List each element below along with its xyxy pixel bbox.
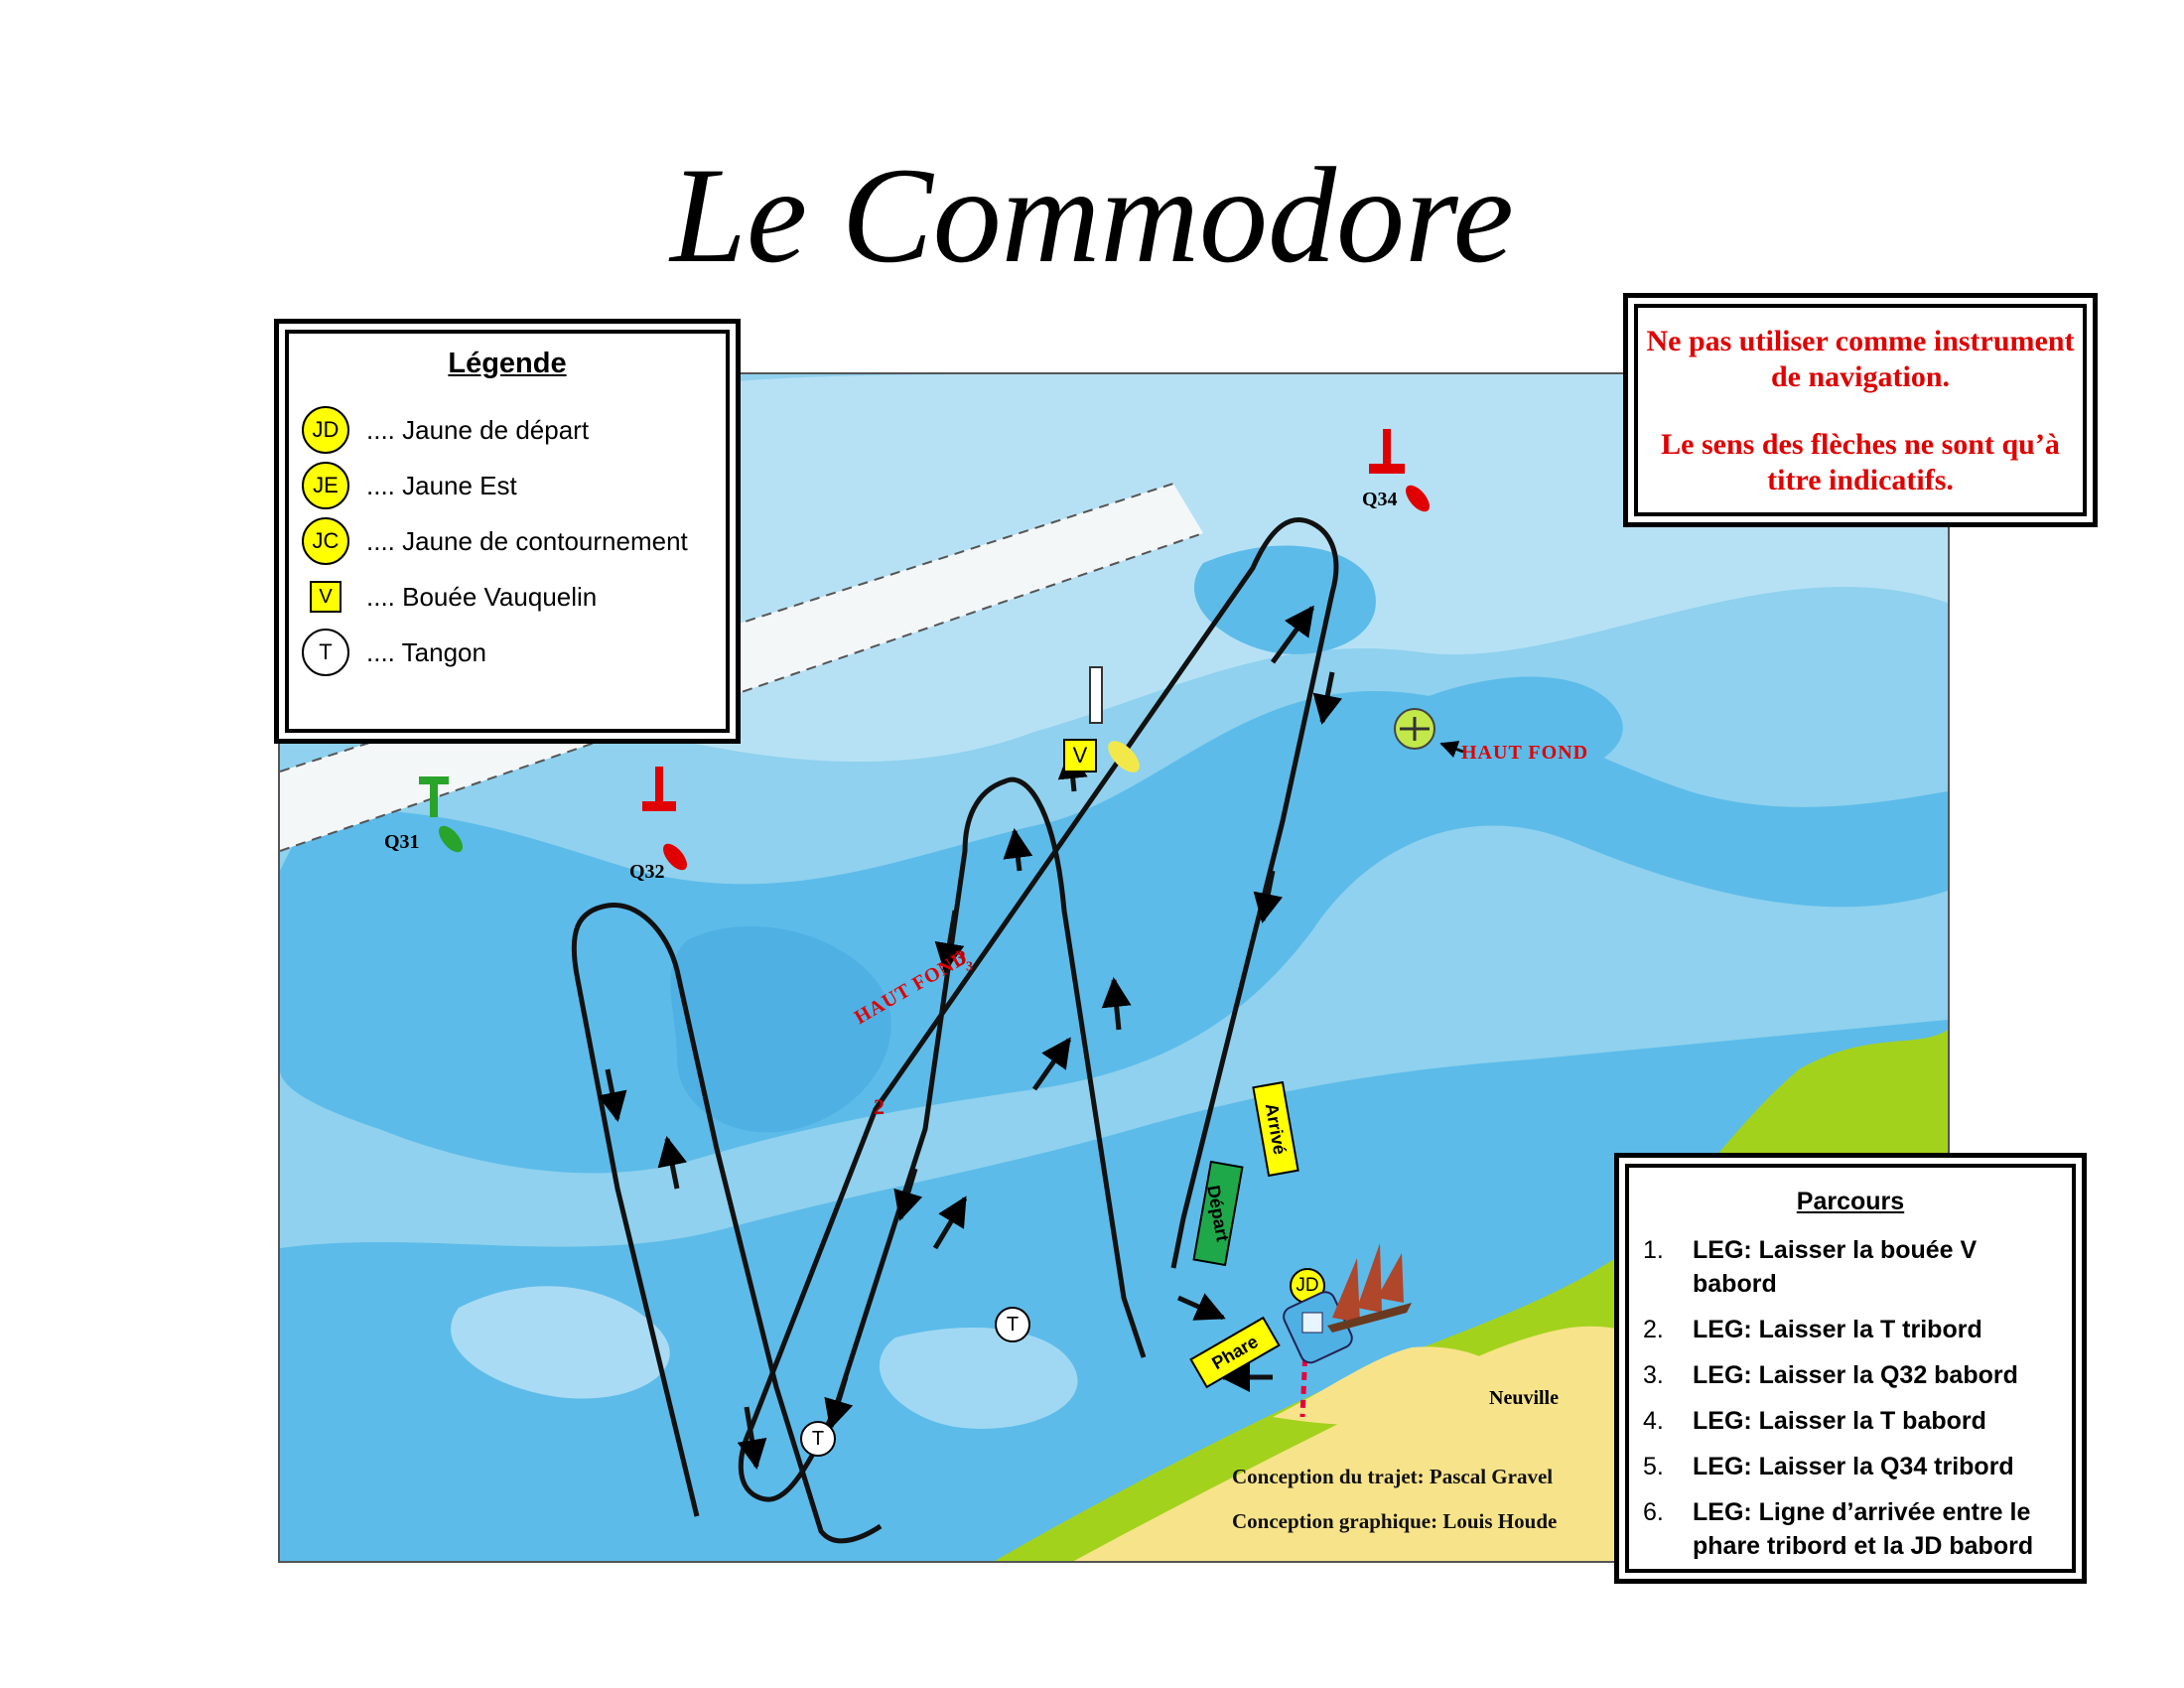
- jc-buoy-icon: JC: [302, 517, 349, 565]
- legend-box: Légende JD .... Jaune de départ JE .... …: [285, 330, 730, 733]
- course-title: Parcours: [1796, 1188, 1905, 1215]
- arrive-tag: [1252, 1080, 1299, 1178]
- warning-text-2: Le sens des flèches ne sont qu’à titre i…: [1661, 428, 2060, 496]
- depart-tag: [1192, 1160, 1244, 1267]
- legend-item: T .... Tangon: [301, 628, 486, 677]
- t-lower-label: T: [811, 1427, 825, 1450]
- t-buoy-icon: T: [302, 629, 349, 676]
- buoy-t-upper-icon: [995, 1307, 1030, 1342]
- buoy-t-lower-icon: [800, 1421, 836, 1457]
- legend-item: JC .... Jaune de contournement: [301, 516, 688, 566]
- list-item: 5.LEG: Laisser la Q34 tribord: [1643, 1453, 2014, 1480]
- v-buoy-label: V: [1072, 743, 1088, 768]
- jd-buoy-icon: JD: [302, 406, 349, 454]
- legend-item: V .... Bouée Vauquelin: [301, 572, 597, 622]
- direction-arrows: [597, 605, 1343, 1470]
- course-legs-list: 1.LEG: Laisser la bouée V babord 2.LEG: …: [1633, 1233, 2060, 1575]
- warning-text-1: Ne pas utiliser comme instrument de navi…: [1646, 325, 2075, 393]
- list-item: 6.LEG: Ligne d’arrivée entre le phare tr…: [1643, 1498, 2034, 1560]
- buoy-q34-icon: [1369, 429, 1430, 512]
- legend-title: Légende: [448, 348, 567, 379]
- sailboats-icon: [1327, 1243, 1412, 1333]
- race-course-track: [571, 517, 1339, 1544]
- list-item: 3.LEG: Laisser la Q32 babord: [1643, 1361, 2018, 1389]
- sounding-2: 2: [874, 1094, 885, 1119]
- buoy-q32-icon: [642, 767, 687, 871]
- legend-item: JE .... Jaune Est: [301, 461, 517, 510]
- neuville-label: Neuville: [1489, 1387, 1559, 1409]
- jd-buoy-label: JD: [1296, 1275, 1319, 1296]
- q34-label: Q34: [1362, 489, 1398, 510]
- legend-item: JD .... Jaune de départ: [301, 405, 589, 455]
- warning-box: Ne pas utiliser comme instrument de navi…: [1634, 304, 2087, 516]
- course-box: Parcours 1.LEG: Laisser la bouée V babor…: [1625, 1164, 2076, 1573]
- wreck-hazard-icon: [1394, 708, 1464, 758]
- buoy-v-icon: [1063, 666, 1140, 773]
- list-item: 4.LEG: Laisser la T babord: [1643, 1407, 1986, 1435]
- graphic-credit: Conception graphique: Louis Houde: [1232, 1509, 1558, 1533]
- t-upper-label: T: [1006, 1313, 1020, 1336]
- q32-label: Q32: [629, 861, 665, 883]
- page-title: Le Commodore: [670, 139, 1514, 291]
- list-item: 2.LEG: Laisser la T tribord: [1643, 1316, 1982, 1343]
- shoal-label-east: HAUT FOND: [1461, 742, 1589, 764]
- je-buoy-icon: JE: [302, 462, 349, 509]
- sounding-3: 33: [955, 945, 973, 975]
- list-item: 1.LEG: Laisser la bouée V babord: [1643, 1236, 1978, 1298]
- q31-label: Q31: [384, 831, 420, 853]
- buoy-q31-icon: [419, 776, 463, 853]
- phare-tag: [1189, 1316, 1281, 1389]
- v-buoy-icon: V: [310, 581, 341, 613]
- route-credit: Conception du trajet: Pascal Gravel: [1232, 1465, 1554, 1488]
